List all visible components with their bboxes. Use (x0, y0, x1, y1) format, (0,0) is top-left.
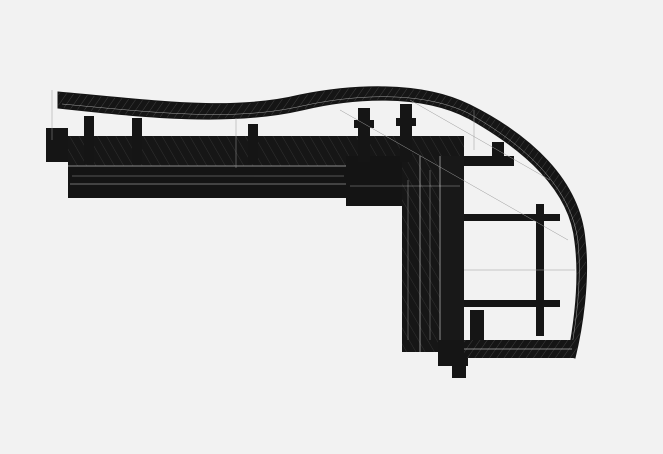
bottom-slab (464, 340, 574, 358)
construction-lines (51, 90, 575, 271)
slab-lower (68, 166, 348, 198)
support-4 (358, 108, 370, 162)
support-1 (84, 116, 94, 164)
left-end-cap (46, 128, 68, 162)
beam-lower (464, 300, 560, 307)
wall-outer-layer (440, 156, 464, 352)
support-3 (248, 124, 258, 164)
beam-top (464, 156, 514, 166)
bracket-bottom (470, 310, 484, 340)
support-5 (400, 104, 412, 162)
shell-supports (84, 104, 416, 164)
support-2 (132, 118, 142, 164)
vertical-wall (346, 156, 468, 378)
shell-inner-line (61, 96, 580, 357)
construction-lines-light (72, 170, 460, 340)
wall-foot-detail (452, 362, 466, 378)
wall-foot (438, 340, 468, 366)
beam-mid (464, 214, 560, 221)
